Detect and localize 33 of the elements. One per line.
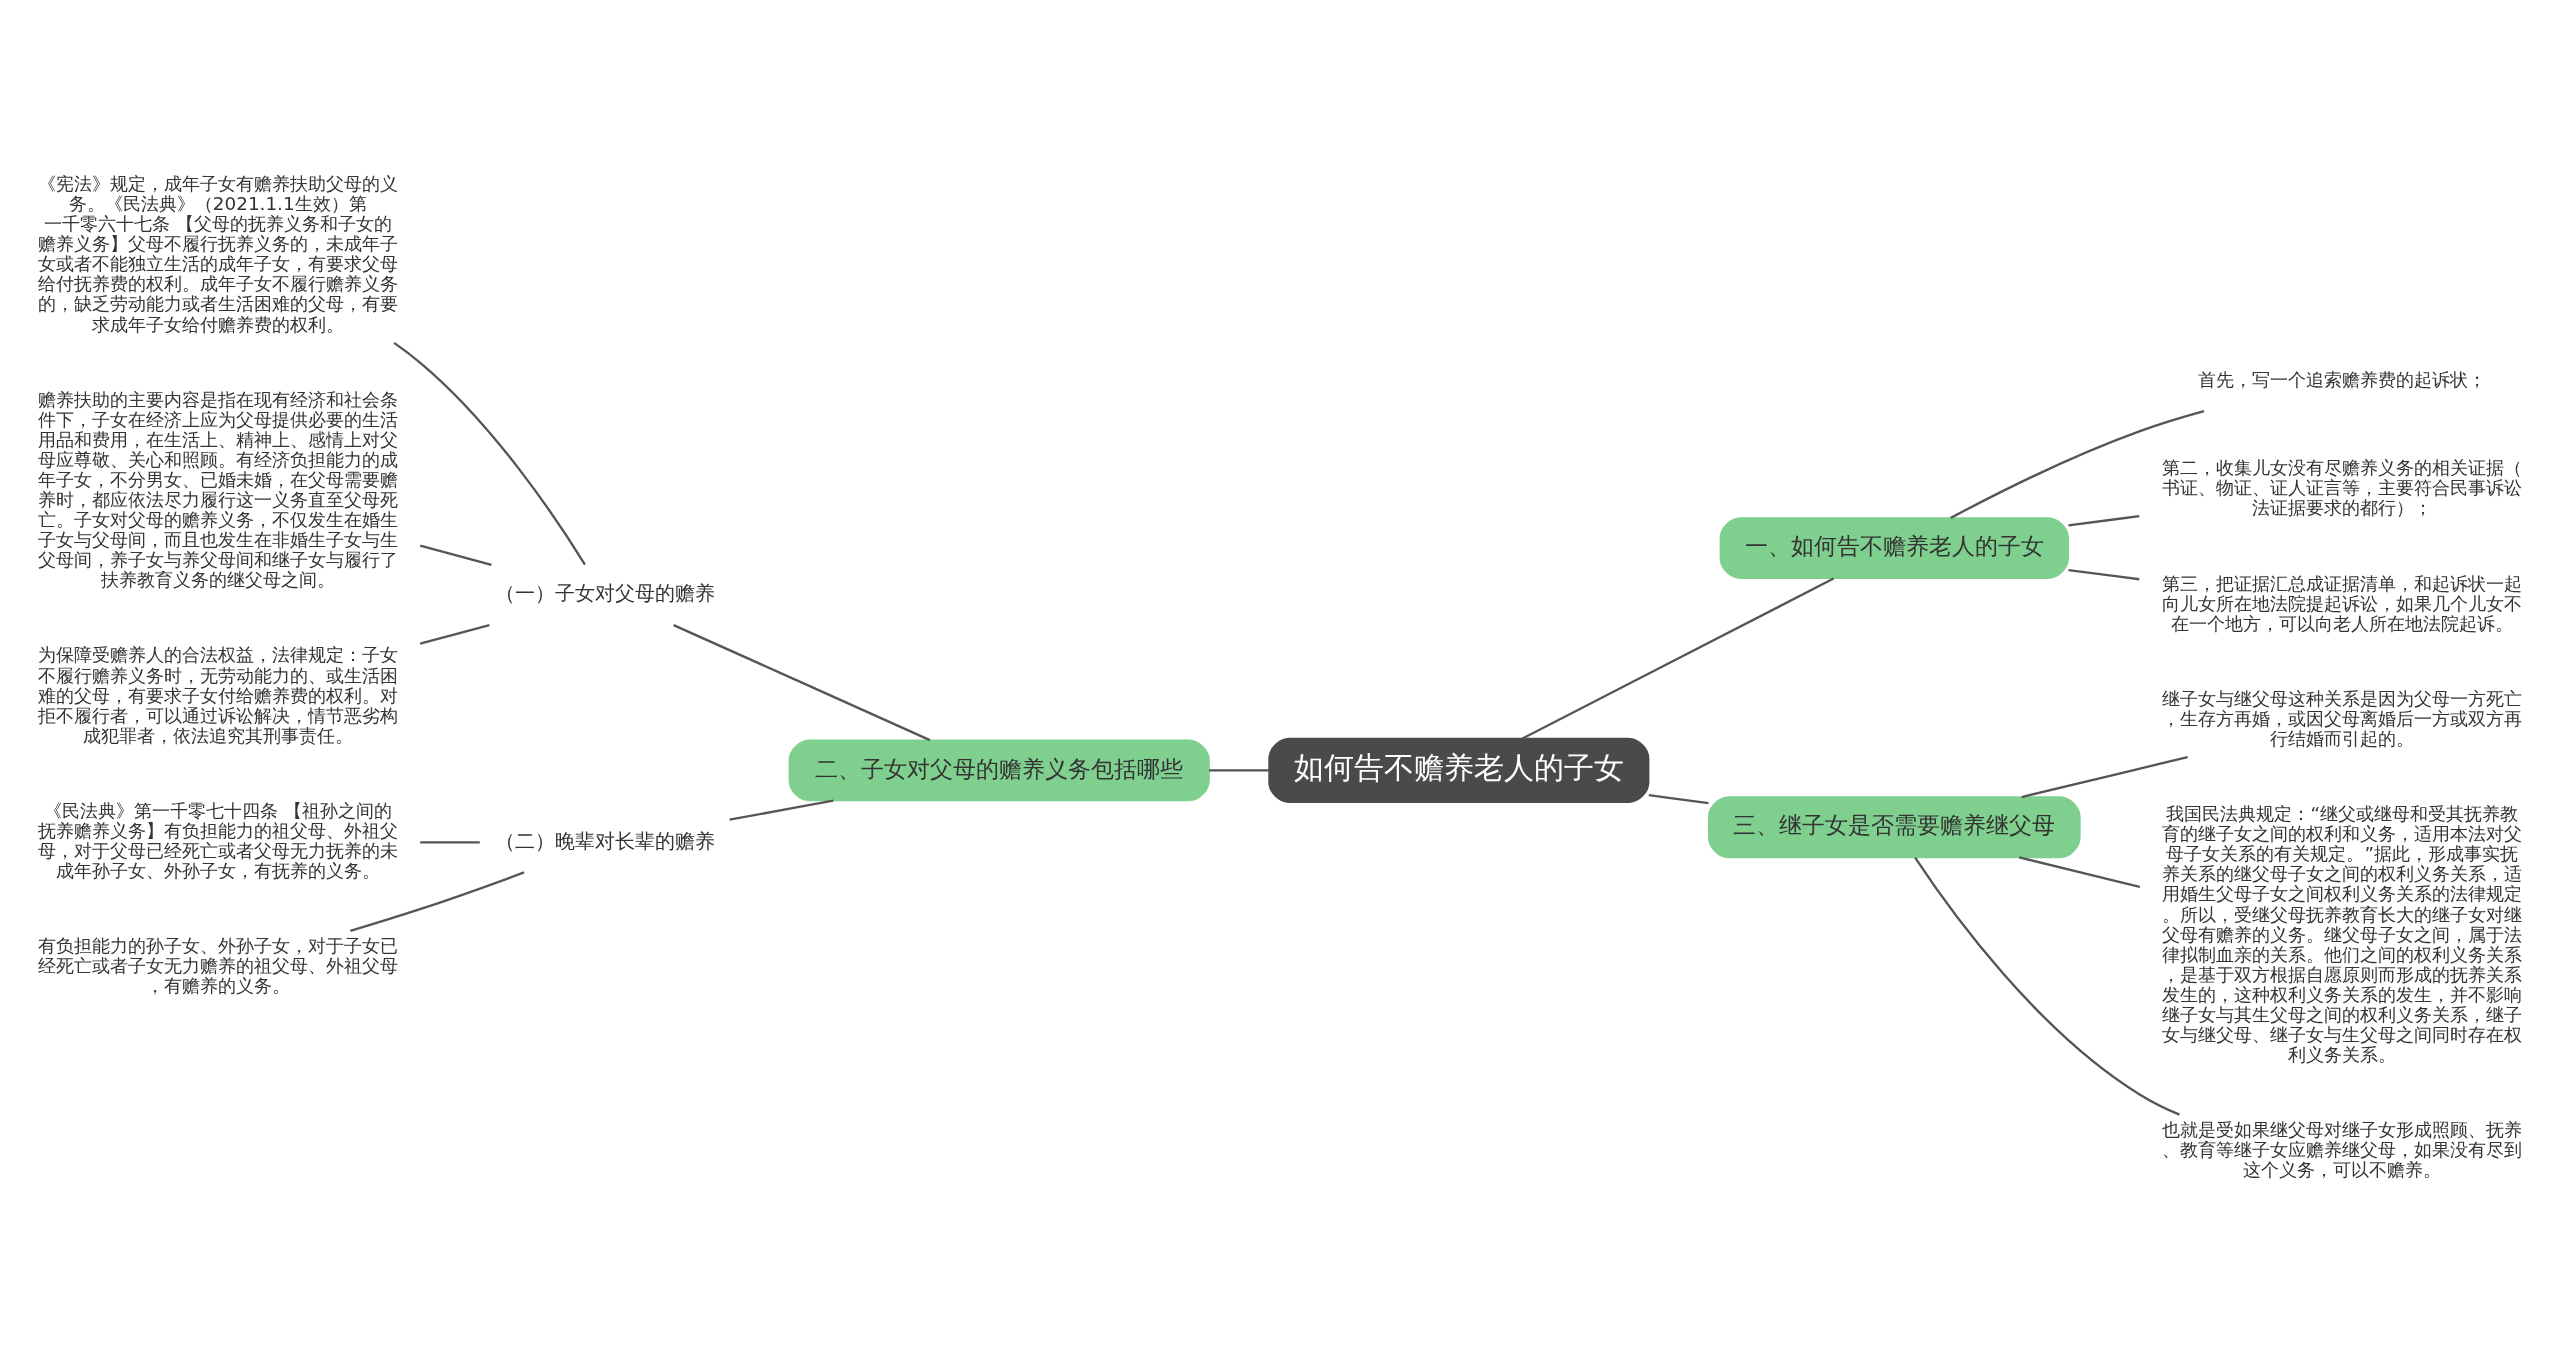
- connector: [2068, 514, 2140, 527]
- node-text: 也就是受如果继父母对继子女形成照顾、抚养、教育等继子女应赡养继父母，如果没有尽到这个义务，可以不赡养。: [2162, 1118, 2523, 1180]
- node-text: 第二，收集儿女没有尽赡养义务的相关证据（书证、物证、证人证言等，主要符合民事诉讼法证据要求的都行）；: [2162, 456, 2523, 518]
- connector: [419, 543, 492, 566]
- node-text: 《民法典》第一千零七十四条 【祖孙之间的抚养赡养义务】有负担能力的祖父母、外祖父母，对于父母已经死亡或者父母无力抚养的未成年孙子女、外孙子女，有抚养的义务。: [37, 799, 398, 881]
- node-box: 二、子女对父母的赡养义务包括哪些: [788, 739, 1210, 801]
- connector: [420, 840, 480, 843]
- node-text: （二）晚辈对长辈的赡养: [494, 827, 715, 852]
- node-text: 赡养扶助的主要内容是指在现有经济和社会条件下，子女在经济上应为父母提供必要的生活用品和费用，在生活上、精神上、感情上对父母应尊敬、关心和照顾。有经济负担能力的成年子女，不分男女、已婚未婚，在父母需要赡养时，都应依法尽力履行这一义务直至父母死亡。子女对父母的赡养义务，不仅发生在婚生子女与父母间，而且也发生在非婚生子女与生父母间，养子女与养父母间和继子女与履行了扶养教育义务的继父母之间。: [37, 388, 398, 590]
- node-text: 我国民法典规定：“继父或继母和受其抚养教育的继子女之间的权利和义务，适用本法对父母子女关系的有关规定。”据此，形成事实抚养关系的继父母子女之间的权利义务关系，适用婚生父母子女之间权利义务关系的法律规定。所以，受继父母抚养教育长大的继子女对继父母有赡养的义务。继父母子女之间，属于法律拟制血亲的关系。他们之间的权利义务关系，是基于双方根据自愿原则而形成的抚养关系发生的，这种权利义务关系的发生，并不影响继子女与其生父母之间的权利义务关系，继子女与继父母、继子女与生父母之间同时存在权利义务关系。: [2162, 802, 2523, 1065]
- connector: [2021, 755, 2188, 798]
- connector: [1914, 856, 2180, 1116]
- node-box: 一、如何告不赡养老人的子女: [1719, 516, 2069, 579]
- node-text: （一）子女对父母的赡养: [494, 580, 715, 605]
- node-text: 有负担能力的孙子女、外孙子女，对于子女已经死亡或者子女无力赡养的祖父母、外祖父母，有赡养的义务。: [37, 934, 398, 996]
- connector: [1209, 768, 1269, 772]
- node-text: 为保障受赡养人的合法权益，法律规定：子女不履行赡养义务时，无劳动能力的、或生活困难的父母，有要求子女付给赡养费的权利。对拒不履行者，可以通过诉讼解决，情节恶劣构成犯罪者，依法追究其刑事责任。: [37, 643, 398, 746]
- node-text: 《宪法》规定，成年子女有赡养扶助父母的义务。《民法典》（2021.1.1生效）第一千零六十七条 【父母的抚养义务和子女的赡养义务】父母不履行抚养义务的，未成年子女或者不能独立生活的成年子女，有要求父母给付抚养费的权利。成年子女不履行赡养义务的，缺乏劳动能力或者生活困难的父母，有要求成年子女给付赡养费的权利。: [37, 172, 398, 334]
- node-text: 第三，把证据汇总成证据清单，和起诉状一起向儿女所在地法院提起诉讼，如果几个儿女不在一个地方，可以向老人所在地法院起诉。: [2162, 572, 2523, 634]
- node-box: 如何告不赡养老人的子女: [1268, 737, 1650, 803]
- connector: [419, 623, 490, 645]
- connector: [1648, 793, 1709, 804]
- connector: [2068, 568, 2140, 580]
- connector: [1950, 409, 2205, 519]
- node-text: 继子女与继父母这种关系是因为父母一方死亡，生存方再婚，或因父母离婚后一方或双方再行结婚而引起的。: [2162, 687, 2523, 749]
- connector: [393, 341, 586, 565]
- node-text: 首先，写一个追索赡养费的起诉状；: [2198, 368, 2487, 390]
- connector: [2018, 855, 2141, 888]
- connector: [729, 798, 834, 821]
- connector: [1521, 576, 1835, 740]
- node-box: 三、继子女是否需要赡养继父母: [1707, 795, 2081, 858]
- connector: [350, 870, 525, 932]
- connector: [673, 623, 931, 741]
